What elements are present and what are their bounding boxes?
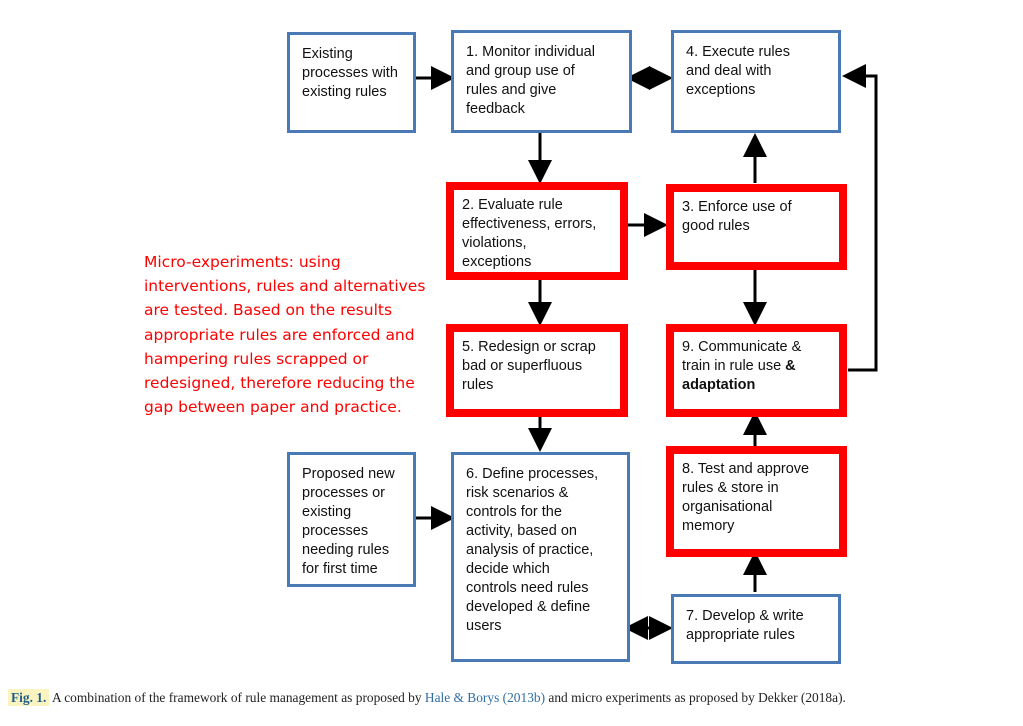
- box-proposed-processes: Proposed new processes or existing proce…: [287, 452, 416, 587]
- figure-caption: Fig. 1. A combination of the framework o…: [8, 689, 1018, 706]
- caption-text-1: A combination of the framework of rule m…: [49, 690, 425, 705]
- box-7-develop: 7. Develop & write appropriate rules: [671, 594, 841, 664]
- box-9-text: 9. Communicate & train in rule use: [682, 339, 802, 374]
- box-8-test-approve: 8. Test and approve rules & store in org…: [666, 446, 847, 557]
- box-9-communicate: 9. Communicate & train in rule use & adap…: [666, 324, 847, 417]
- micro-experiments-note: Micro-experiments: using interventions, …: [144, 253, 426, 417]
- caption-text-2: and micro experiments as proposed by Dek…: [545, 690, 846, 705]
- box-3-enforce: 3. Enforce use of good rules: [666, 184, 847, 270]
- box-9-ampersand: &: [785, 358, 796, 374]
- box-1-monitor: 1. Monitor individual and group use of r…: [451, 30, 632, 133]
- box-2-evaluate: 2. Evaluate rule effectiveness, errors, …: [446, 182, 628, 280]
- box-9-adaptation: adaptation: [682, 377, 756, 393]
- box-6-define: 6. Define processes, risk scenarios & co…: [451, 452, 630, 662]
- box-existing-processes: Existing processes with existing rules: [287, 32, 416, 133]
- figure-label: Fig. 1.: [8, 689, 50, 706]
- box-5-redesign: 5. Redesign or scrap bad or superfluous …: [446, 324, 628, 417]
- box-4-execute: 4. Execute rules and deal with exception…: [671, 30, 841, 133]
- arrow-9-to-4: [842, 64, 878, 372]
- citation-link-hale-borys[interactable]: Hale & Borys (2013b): [424, 690, 546, 705]
